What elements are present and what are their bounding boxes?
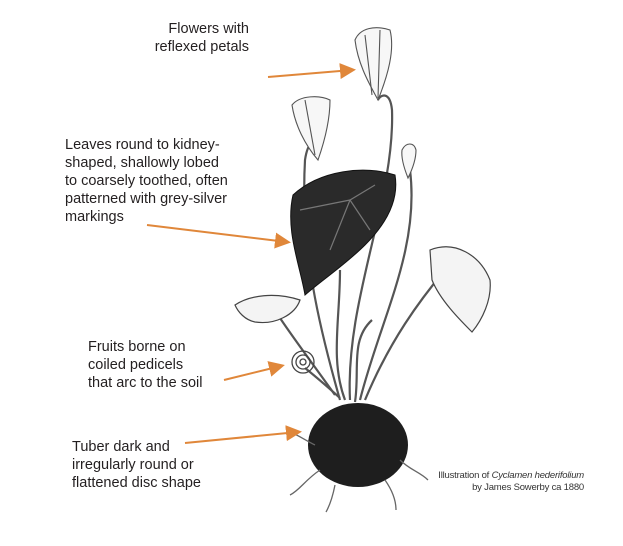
label-fruits: Fruits borne on coiled pedicels that arc… [88, 338, 258, 392]
label-line: irregularly round or [72, 457, 194, 473]
caption-species: Cyclamen hederifolium [491, 470, 585, 481]
caption-credit: by James Sowerby ca 1880 [472, 482, 584, 493]
dark-leaf [290, 169, 397, 296]
arrow-leaves [146, 224, 291, 249]
label-line: Tuber dark and [72, 439, 170, 455]
tuber-drawing [289, 403, 429, 513]
illustration-caption: Illustration of Cyclamen hederifolium by… [400, 470, 584, 494]
label-line: shaped, shallowly lobed [65, 155, 219, 171]
left-leaf [234, 294, 301, 324]
label-line: markings [65, 209, 124, 225]
arrow-fruits [223, 361, 285, 381]
stems [274, 94, 446, 403]
label-flowers: Flowers with reflexed petals [100, 20, 249, 56]
caption-prefix: Illustration of [438, 470, 492, 481]
label-leaves: Leaves round to kidney- shaped, shallowl… [65, 136, 295, 226]
label-line: Fruits borne on [88, 339, 186, 355]
right-leaf [429, 246, 491, 333]
arrow-tuber [184, 425, 302, 444]
label-line: reflexed petals [154, 39, 249, 55]
arrow-flowers [267, 63, 356, 79]
label-line: Leaves round to kidney- [65, 137, 220, 153]
label-tuber: Tuber dark and irregularly round or flat… [72, 438, 262, 492]
label-line: flattened disc shape [72, 475, 201, 491]
label-line: coiled pedicels [88, 357, 184, 373]
label-line: Flowers with [168, 21, 249, 37]
flowers-drawing [291, 27, 417, 180]
label-line: patterned with grey-silver [65, 191, 227, 207]
label-line: that arc to the soil [88, 375, 203, 391]
coiled-fruit [291, 350, 315, 374]
label-line: to coarsely toothed, often [65, 173, 228, 189]
